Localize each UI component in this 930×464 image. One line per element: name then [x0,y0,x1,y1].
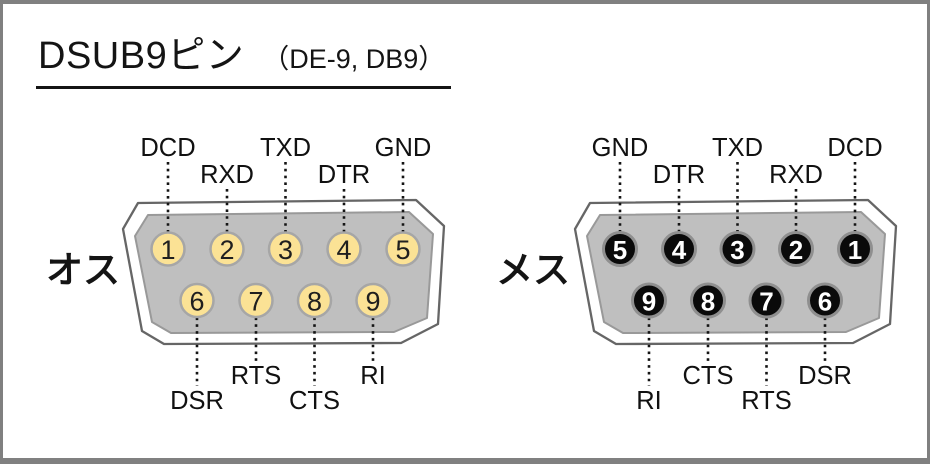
male-pin-8 [296,282,333,319]
female-connector-diagram: メス 5 4 3 2 1 9 8 7 6 GND [496,134,898,415]
female-pin-3-number: 3 [730,235,744,265]
female-pin-5 [602,231,638,267]
female-gnd-label: GND [592,134,649,162]
male-pin-5-number: 5 [395,235,410,265]
male-rxd-label: RXD [200,161,254,189]
female-pin-3 [719,231,756,267]
female-pin-2 [778,231,814,267]
female-pin-9-number: 9 [642,287,656,317]
male-pin-9 [355,282,391,319]
female-pin-6-number: 6 [818,287,832,317]
male-pin-3-number: 3 [278,235,293,265]
male-pin-9-number: 9 [365,287,380,317]
female-pin-6 [807,282,843,319]
male-pin-4 [326,231,362,267]
male-connector-label: オス [46,250,120,291]
male-connector-body [134,211,434,334]
male-pin-1-number: 1 [160,235,175,265]
male-dtr-label: DTR [318,161,370,189]
male-pin-4-number: 4 [336,235,351,265]
page-subtitle: （DE-9, DB9） [262,44,446,74]
female-connector-label: メス [496,250,570,291]
female-dtr-label: DTR [653,161,705,189]
male-pin-2-number: 2 [219,235,234,265]
male-pin-7 [238,282,274,319]
male-pin-7-number: 7 [248,287,263,317]
male-pin-2 [209,231,245,267]
female-txd-label: TXD [712,134,763,162]
female-pin-7 [748,282,785,319]
female-pin-9 [631,282,667,319]
male-dcd-label: DCD [140,134,195,162]
female-pin-8 [690,282,726,319]
male-dsr-label: DSR [170,387,224,415]
male-cts-label: CTS [289,387,340,415]
male-gnd-label: GND [375,134,432,162]
female-pin-1 [837,231,873,267]
female-rts-label: RTS [741,387,792,415]
male-pin-3 [267,231,304,267]
male-rts-label: RTS [231,362,282,390]
male-txd-label: TXD [260,134,311,162]
male-pin-8-number: 8 [307,287,322,317]
title-block: DSUB9ピン （DE-9, DB9） [36,24,452,89]
female-pin-2-number: 2 [789,235,803,265]
female-pin-4-number: 4 [672,235,687,265]
male-pin-6-number: 6 [189,287,204,317]
female-pin-1-number: 1 [848,235,862,265]
male-connector-diagram: オス 1 2 3 4 5 6 7 8 9 DCD [46,134,446,415]
male-ri-label: RI [360,362,386,390]
female-ri-label: RI [636,387,662,415]
male-pin-6 [179,282,215,319]
male-pin-1 [150,231,186,267]
female-pin-7-number: 7 [759,287,773,317]
female-connector-body [586,211,886,334]
male-pin-5 [385,231,421,267]
female-dcd-label: DCD [827,134,882,162]
female-pin-5-number: 5 [613,235,627,265]
female-cts-label: CTS [683,362,734,390]
female-rxd-label: RXD [769,161,823,189]
female-pin-8-number: 8 [701,287,715,317]
female-dsr-label: DSR [798,362,852,390]
page-title: DSUB9ピン [38,35,245,77]
female-pin-4 [661,231,697,267]
